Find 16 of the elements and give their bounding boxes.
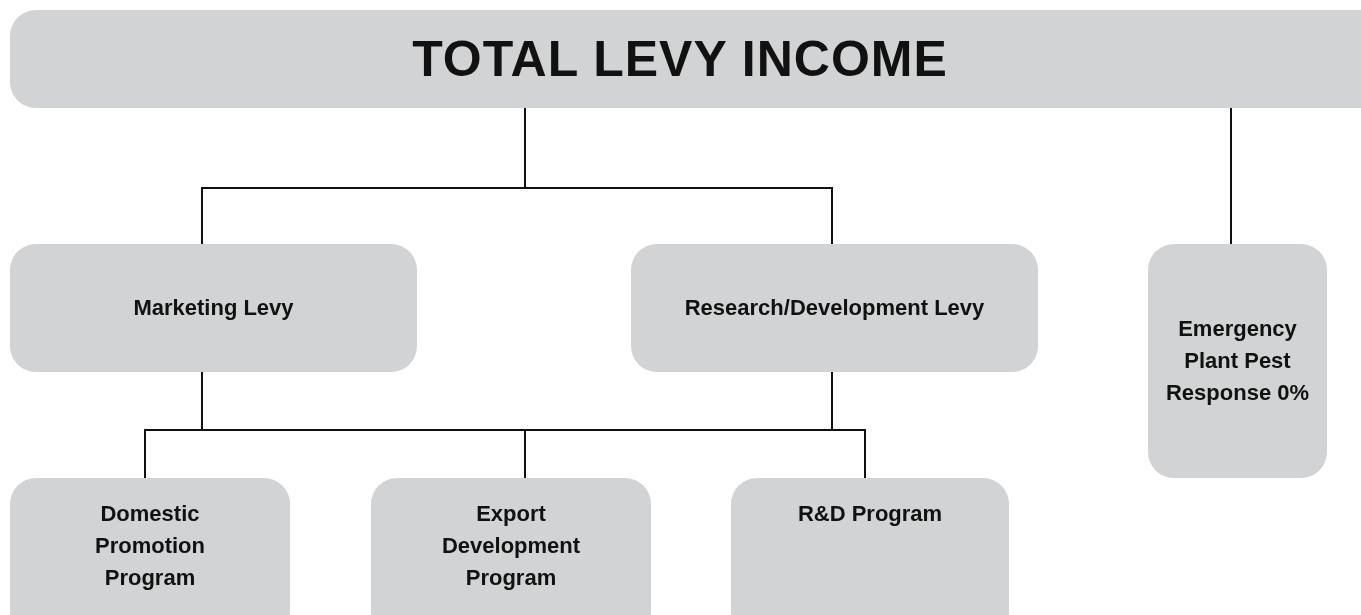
box-label: Domestic Promotion Program [94, 500, 206, 592]
box-label: R&D Program [797, 500, 943, 528]
connector-line [1230, 107, 1232, 245]
box-label: Emergency Plant Pest Response 0% [1164, 315, 1311, 407]
box-label: Export Development Program [440, 500, 582, 592]
title-banner [10, 10, 1361, 108]
category-box [10, 244, 417, 372]
category-box [631, 244, 1038, 372]
category-box [731, 478, 1009, 615]
connector-line [831, 371, 866, 479]
box-label: Marketing Levy [133, 294, 294, 323]
box-label: Research/Development Levy [684, 294, 985, 323]
category-box [1148, 244, 1327, 478]
category-box [371, 478, 651, 615]
category-box [10, 478, 290, 615]
title-text: TOTAL LEVY INCOME [412, 31, 948, 87]
